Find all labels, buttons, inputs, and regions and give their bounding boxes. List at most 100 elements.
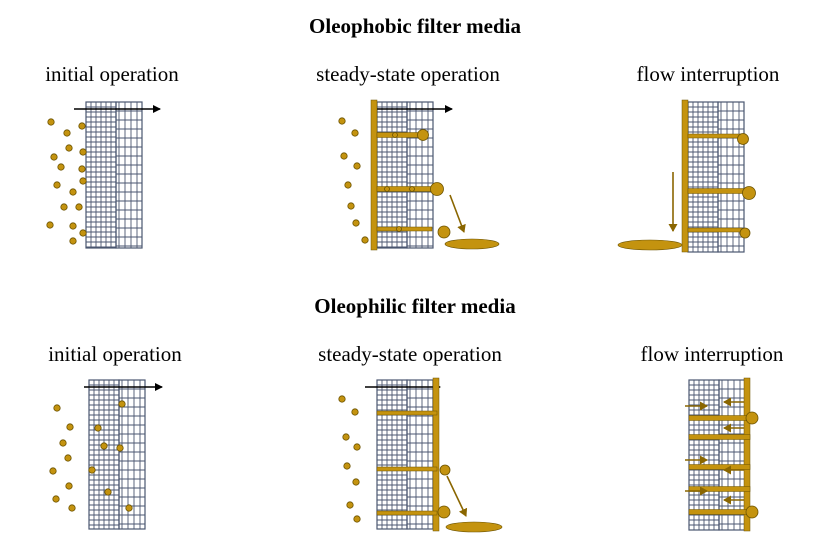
oil-droplet — [88, 466, 96, 474]
panel-oleophobic-flow — [617, 99, 756, 253]
oil-droplet — [352, 478, 360, 486]
drained-oil-pool — [445, 521, 503, 533]
panel-label-oleophilic-steady: steady-state operation — [318, 342, 502, 366]
oil-channel — [687, 188, 747, 194]
oil-droplet — [53, 404, 61, 412]
oil-droplet — [351, 129, 359, 137]
oil-droplet — [353, 443, 361, 451]
oil-droplet — [338, 395, 346, 403]
oil-channel — [688, 464, 751, 470]
oil-droplet — [47, 118, 55, 126]
oil-droplet — [396, 226, 402, 232]
oil-droplet — [52, 495, 60, 503]
coarse-mesh-layer — [118, 379, 146, 530]
oil-drop-breakthrough — [439, 464, 451, 476]
fine-mesh-layer — [85, 101, 117, 249]
oil-channel — [688, 415, 751, 421]
drainage-arrow — [449, 194, 466, 233]
oil-droplet — [353, 162, 361, 170]
oil-droplet — [392, 132, 398, 138]
section-title-oleophobic: Oleophobic filter media — [309, 14, 521, 38]
panel-oleophobic-steady — [338, 99, 500, 251]
oil-droplet — [69, 188, 77, 196]
oil-channel — [687, 227, 743, 233]
panel-label-oleophobic-initial: initial operation — [45, 62, 179, 86]
oil-droplet — [65, 144, 73, 152]
oil-droplet — [118, 400, 126, 408]
oil-droplet — [79, 148, 87, 156]
fine-mesh-layer — [376, 101, 408, 249]
oil-channel — [376, 510, 438, 516]
drainage-arrow — [446, 475, 468, 517]
oil-drop-breakthrough — [430, 182, 444, 196]
drained-oil-pool — [444, 238, 500, 250]
oil-channel — [376, 226, 433, 232]
oil-droplet — [384, 186, 390, 192]
oil-drop-breakthrough — [737, 133, 749, 145]
oil-drop-breakthrough — [742, 186, 756, 200]
fine-mesh-layer — [88, 379, 120, 530]
oil-film-layer — [681, 99, 689, 253]
oil-channel — [376, 410, 438, 416]
panel-oleophilic-steady — [338, 377, 503, 533]
oil-droplet — [338, 117, 346, 125]
oil-droplet — [361, 236, 369, 244]
oil-film-layer — [432, 377, 440, 532]
oil-drop-breakthrough — [417, 129, 429, 141]
oil-droplet — [347, 202, 355, 210]
oil-drop-breakthrough — [745, 505, 759, 519]
oil-droplet — [50, 153, 58, 161]
oil-droplet — [46, 221, 54, 229]
oil-droplet — [344, 181, 352, 189]
oil-channel — [688, 486, 751, 492]
oil-droplet — [78, 165, 86, 173]
oil-drop-breakthrough — [437, 225, 451, 239]
oil-droplet — [353, 515, 361, 523]
panel-oleophobic-initial — [46, 101, 161, 249]
drained-oil-pool — [617, 239, 683, 251]
panel-label-oleophobic-steady: steady-state operation — [316, 62, 500, 86]
panel-label-oleophobic-flow: flow interruption — [636, 62, 780, 86]
oil-droplet — [69, 237, 77, 245]
coarse-mesh-layer — [406, 101, 434, 249]
oil-film-layer — [743, 377, 751, 532]
fine-mesh-layer — [688, 379, 720, 531]
oil-channel — [688, 509, 751, 515]
oil-droplet — [59, 439, 67, 447]
coarse-mesh-layer — [115, 101, 143, 249]
oil-droplet — [409, 186, 415, 192]
oil-droplet — [60, 203, 68, 211]
oil-droplet — [343, 462, 351, 470]
panel-oleophilic-flow — [685, 377, 759, 532]
fine-mesh-layer — [376, 379, 408, 530]
oil-droplet — [94, 424, 102, 432]
oil-droplet — [116, 444, 124, 452]
oil-droplet — [75, 203, 83, 211]
oil-droplet — [64, 454, 72, 462]
oil-droplet — [66, 423, 74, 431]
oil-channel — [376, 466, 438, 472]
oil-droplet — [69, 222, 77, 230]
section-title-oleophilic: Oleophilic filter media — [314, 294, 516, 318]
panel-oleophilic-initial — [49, 379, 163, 530]
oil-droplet — [63, 129, 71, 137]
oil-droplet — [352, 219, 360, 227]
oil-film-layer — [370, 99, 378, 251]
oil-droplet — [78, 122, 86, 130]
oil-droplet — [342, 433, 350, 441]
oil-droplet — [57, 163, 65, 171]
oil-drop-breakthrough — [739, 227, 751, 239]
oil-droplet — [68, 504, 76, 512]
oil-droplet — [346, 501, 354, 509]
oil-droplet — [79, 177, 87, 185]
oil-channel — [687, 133, 743, 139]
oil-channel — [688, 434, 751, 440]
panel-label-oleophilic-initial: initial operation — [48, 342, 182, 366]
coarse-mesh-layer — [406, 379, 434, 530]
oil-drop-breakthrough — [745, 411, 759, 425]
oil-droplet — [340, 152, 348, 160]
panel-label-oleophilic-flow: flow interruption — [640, 342, 784, 366]
oil-droplet — [49, 467, 57, 475]
oil-droplet — [104, 488, 112, 496]
